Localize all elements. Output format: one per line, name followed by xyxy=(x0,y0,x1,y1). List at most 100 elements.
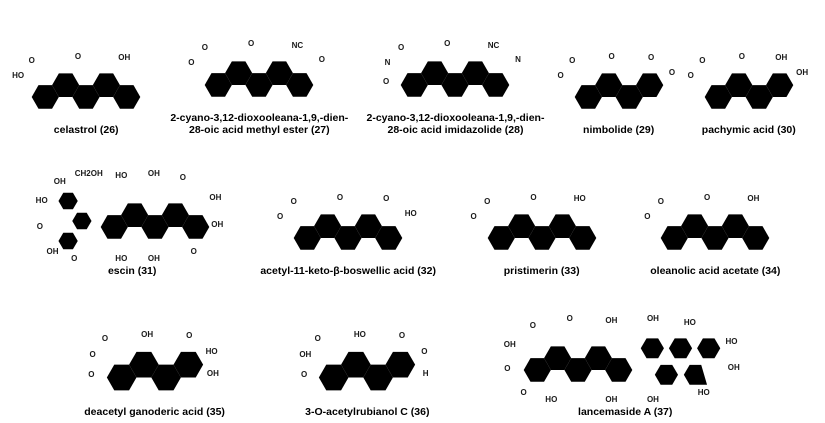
atom-label: O xyxy=(178,173,187,182)
atom-label: OH xyxy=(45,246,60,256)
atom-label: O xyxy=(247,39,256,49)
atom-label: O xyxy=(276,211,285,221)
atom-label: HO xyxy=(682,317,697,327)
compound-label: 2-cyano-3,12-dioxooleana-1,9,-dien-28-oi… xyxy=(170,111,349,137)
atom-label: H xyxy=(421,368,430,378)
pentacyclic-skeleton-icon xyxy=(401,61,510,97)
atom-label: OH xyxy=(208,192,223,202)
atom-label: O xyxy=(27,55,36,65)
atom-label: NC xyxy=(486,40,501,50)
atom-label: O xyxy=(70,254,79,263)
atom-label: HO xyxy=(352,329,367,339)
atom-label: OH xyxy=(604,395,619,405)
atom-label: HO xyxy=(403,209,418,219)
compound-label: pristimerin (33) xyxy=(503,265,580,278)
atom-label: O xyxy=(646,53,656,63)
sugar-rings-icon xyxy=(58,193,92,250)
atom-label: OH xyxy=(146,169,161,179)
atom-label: O xyxy=(185,331,194,341)
atom-label: OH xyxy=(117,53,132,63)
atom-label: O xyxy=(189,246,198,256)
compound-label: oleanolic acid acetate (34) xyxy=(650,265,781,278)
atom-label: O xyxy=(381,77,391,87)
atom-label: OH xyxy=(52,176,67,186)
atom-label: O xyxy=(420,347,429,357)
atom-label: OH xyxy=(645,314,660,324)
atom-label: O xyxy=(289,196,298,206)
atom-label: O xyxy=(87,370,96,380)
atom-label: O xyxy=(528,321,537,331)
compound-label: escin (31) xyxy=(107,265,157,278)
atom-label: O xyxy=(703,192,712,202)
atom-label: O xyxy=(382,194,391,204)
atom-label: OH xyxy=(774,53,789,63)
compound-label: nimbolide (29) xyxy=(583,124,655,137)
atom-label: O xyxy=(187,58,196,68)
pentacyclic-skeleton-icon xyxy=(205,61,314,97)
atom-label: OH xyxy=(146,254,161,263)
atom-label: O xyxy=(686,70,695,80)
atom-label: O xyxy=(443,39,452,49)
pentacyclic-skeleton-icon xyxy=(293,214,403,251)
tetracyclic-skeleton-icon xyxy=(704,73,794,110)
pentacyclic-skeleton-icon xyxy=(31,73,141,110)
atom-label: O xyxy=(299,370,309,380)
atom-label: HO xyxy=(204,347,219,357)
compound-label: deacetyl ganoderic acid (35) xyxy=(84,406,225,419)
atom-label: O xyxy=(656,196,666,206)
compound-label: 2-cyano-3,12-dioxooleana-1,9,-dien-28-oi… xyxy=(366,111,545,137)
pentacyclic-skeleton-icon xyxy=(100,203,209,240)
atom-label: O xyxy=(643,211,652,221)
atom-label: HO xyxy=(11,70,26,80)
atom-label: HO xyxy=(544,395,559,405)
atom-label: O xyxy=(519,388,528,398)
atom-label: OH xyxy=(604,316,619,326)
atom-label: N xyxy=(383,58,392,68)
atom-label: O xyxy=(35,221,44,231)
atom-label: O xyxy=(313,334,322,344)
atom-label: O xyxy=(667,68,677,78)
atom-label: O xyxy=(396,43,406,53)
atom-label: HO xyxy=(114,254,129,263)
atom-label: O xyxy=(565,314,574,324)
atom-label: OH xyxy=(205,368,220,378)
atom-label: CH2OH xyxy=(73,169,104,179)
atom-label: N xyxy=(514,55,522,65)
atom-label: OH xyxy=(210,219,225,229)
atom-label: O xyxy=(88,350,97,359)
atom-label: O xyxy=(737,51,746,61)
atom-label: O xyxy=(556,70,565,80)
atom-label: OH xyxy=(298,350,313,359)
atom-label: O xyxy=(73,51,83,61)
atom-label: HO xyxy=(572,194,587,204)
atom-label: OH xyxy=(726,362,741,372)
atom-label: O xyxy=(469,211,478,221)
atom-label: O xyxy=(698,55,707,65)
atom-label: HO xyxy=(724,336,739,346)
atom-label: OH xyxy=(746,194,761,204)
tetracyclic-skeleton-icon xyxy=(319,352,416,391)
atom-label: NC xyxy=(290,40,305,50)
atom-label: O xyxy=(607,51,616,61)
